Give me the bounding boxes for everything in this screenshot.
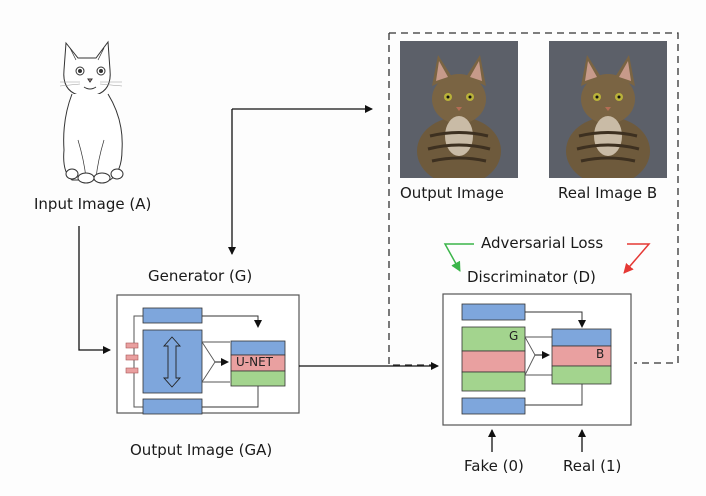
input-to-generator-arrow [78,226,111,354]
generator-internals [125,307,286,415]
dashed-box-left [388,33,436,366]
output-image-label: Output Image [400,184,504,202]
disc-g-label: G [509,329,519,343]
double-arrow-icon [162,336,182,388]
discriminator-internals [461,303,612,415]
unet-label: U-NET [236,355,274,369]
disc-b-label: B [596,347,605,361]
disc-g-layer-bottom [461,371,526,392]
disc-b-layer-bottom [551,365,612,385]
adversarial-loss-label: Adversarial Loss [481,234,604,252]
gen-input-port [125,367,139,374]
real-image-b-photo [549,41,667,178]
disc-g-layer-mid [461,350,526,373]
input-cat-sketch [59,40,124,184]
gen-bottom-block [142,398,203,415]
unet-top-layer [230,340,286,356]
loss-red-arrow [623,243,651,274]
output-image-photo [400,41,518,178]
dashed-box-right [389,32,679,364]
fake-label: Fake (0) [464,457,524,475]
gen-top-block [142,307,203,324]
disc-g-layer-top [461,326,526,352]
disc-bottom-block [461,397,526,415]
generator-label: Generator (G) [148,267,253,285]
gen-input-port [125,342,139,349]
generator-output-label: Output Image (GA) [130,441,273,459]
real-image-b-label: Real Image B [558,184,658,202]
loss-green-arrow [443,243,474,272]
input-image-label: Input Image (A) [34,195,152,213]
disc-b-layer-top [551,328,612,347]
gen-input-port [125,354,139,361]
disc-top-block [461,303,526,321]
real-label: Real (1) [563,457,622,475]
discriminator-label: Discriminator (D) [467,268,596,286]
unet-bottom-layer [230,370,286,387]
